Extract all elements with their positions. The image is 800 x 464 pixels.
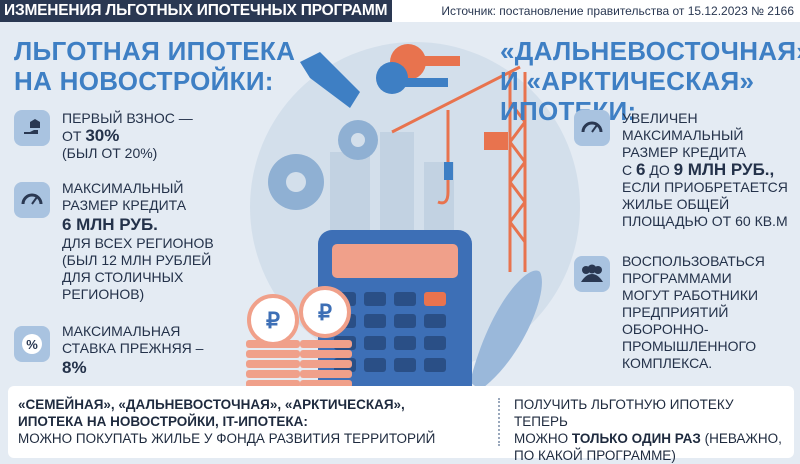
defense-line2: ПРОГРАММАМИ [622,270,732,286]
crane-hook-block [444,162,453,180]
left-item-max-credit: МАКСИМАЛЬНЫЙ РАЗМЕР КРЕДИТА 6 МЛН РУБ. Д… [62,180,214,303]
far-east-line2: МАКСИМАЛЬНЫЙ [622,127,744,143]
defense-line3: МОГУТ РАБОТНИКИ [622,287,759,303]
keys-icon [376,44,460,94]
left-title: ЛЬГОТНАЯ ИПОТЕКА НА НОВОСТРОЙКИ: [14,36,295,96]
page-title: ИЗМЕНЕНИЯ ЛЬГОТНЫХ ИПОТЕЧНЫХ ПРОГРАММ [0,0,392,22]
right-item-max-credit: УВЕЛИЧЕН МАКСИМАЛЬНЫЙ РАЗМЕР КРЕДИТА С 6… [622,110,788,230]
defense-line4: ПРЕДПРИЯТИЙ [622,304,729,320]
down-payment-note: (БЫЛ ОТ 20%) [62,145,158,161]
footer-right-line3: ПО КАКОЙ ПРОГРАММЕ) [514,448,676,463]
gauge-icon [574,110,610,146]
defense-line7: КОМПЛЕКСА. [622,355,713,371]
far-east-line3: РАЗМЕР КРЕДИТА [622,144,747,160]
footer-left-note: «СЕМЕЙНАЯ», «ДАЛЬНЕВОСТОЧНАЯ», «АРКТИЧЕС… [18,396,488,447]
max-credit-line3: ДЛЯ ВСЕХ РЕГИОНОВ [62,235,214,251]
max-credit-note1: (БЫЛ 12 МЛН РУБЛЕЙ [62,252,212,268]
footer-left-line2: ИПОТЕКА НА НОВОСТРОЙКИ, IT-ИПОТЕКА: [18,414,308,429]
defense-line1: ВОСПОЛЬЗОВАТЬСЯ [622,253,765,269]
footer-right-note: ПОЛУЧИТЬ ЛЬГОТНУЮ ИПОТЕКУ ТЕПЕРЬ МОЖНО Т… [514,396,784,464]
right-title-line1: «ДАЛЬНЕВОСТОЧНАЯ» [500,36,800,66]
down-payment-label: ПЕРВЫЙ ВЗНОС — [62,110,193,126]
percent-icon: % [14,326,50,362]
crane-illustration [391,65,527,272]
far-east-line5: ЕСЛИ ПРИОБРЕТАЕТСЯ [622,179,788,195]
footer-right-line1: ПОЛУЧИТЬ ЛЬГОТНУЮ ИПОТЕКУ ТЕПЕРЬ [514,397,734,429]
far-east-line6: ЖИЛЬЕ ОБЩЕЙ [622,196,730,212]
coins-icon: ₽ ₽ [246,286,352,388]
rate-line2: СТАВКА ПРЕЖНЯЯ – [62,340,204,356]
footer-right-line2: МОЖНО ТОЛЬКО ОДИН РАЗ (НЕВАЖНО, [514,430,784,447]
source-note: Источник: постановление правительства от… [441,4,794,18]
footer-divider [498,398,500,446]
footer-box: «СЕМЕЙНАЯ», «ДАЛЬНЕВОСТОЧНАЯ», «АРКТИЧЕС… [8,386,794,463]
plant-icon [470,270,542,390]
footer-left-line1: «СЕМЕЙНАЯ», «ДАЛЬНЕВОСТОЧНАЯ», «АРКТИЧЕС… [18,397,405,412]
left-title-line1: ЛЬГОТНАЯ ИПОТЕКА [14,36,296,66]
left-title-line2: НА НОВОСТРОЙКИ: [14,66,274,96]
rate-value: 8% [62,358,87,377]
svg-text:₽: ₽ [266,308,280,333]
defense-line6: ПРОМЫШЛЕННОГО [622,338,757,354]
crane-cabin [484,132,508,150]
svg-text:%: % [26,337,38,352]
right-title: «ДАЛЬНЕВОСТОЧНАЯ» И «АРКТИЧЕСКАЯ» ИПОТЕК… [500,36,800,126]
left-item-rate: МАКСИМАЛЬНАЯ СТАВКА ПРЕЖНЯЯ – 8% [62,323,203,378]
max-credit-line1: МАКСИМАЛЬНЫЙ [62,180,184,196]
svg-text:₽: ₽ [318,300,332,325]
right-title-line2: И «АРКТИЧЕСКАЯ» ИПОТЕКИ: [500,66,755,126]
wrench-icon [300,52,360,108]
max-credit-line2: РАЗМЕР КРЕДИТА [62,197,187,213]
right-item-defense: ВОСПОЛЬЗОВАТЬСЯ ПРОГРАММАМИ МОГУТ РАБОТН… [622,253,765,372]
header-bar: ИЗМЕНЕНИЯ ЛЬГОТНЫХ ИПОТЕЧНЫХ ПРОГРАММ Ис… [0,0,800,22]
far-east-line1: УВЕЛИЧЕН [622,110,698,126]
illustration: ₽ ₽ [246,44,542,400]
people-icon [574,256,610,292]
rate-line1: МАКСИМАЛЬНАЯ [62,323,181,339]
far-east-value-line: С 6 ДО 9 МЛН РУБ., [622,161,788,179]
far-east-line7: ПЛОЩАДЬЮ ОТ 60 КВ.М [622,213,788,229]
max-credit-value: 6 МЛН РУБ. [62,215,158,234]
far-east-to: 9 МЛН РУБ., [673,160,775,179]
down-payment-value-line: ОТ 30% [62,127,193,145]
footer-right-pre: МОЖНО [514,431,572,446]
defense-line5: ОБОРОННО- [622,321,709,337]
footer-left-line3: МОЖНО ПОКУПАТЬ ЖИЛЬЕ У ФОНДА РАЗВИТИЯ ТЕ… [18,431,436,446]
far-east-mid: ДО [645,162,674,178]
down-payment-value: 30% [85,126,120,145]
hand-house-icon [14,110,50,146]
footer-right-post: (НЕВАЖНО, [700,431,782,446]
max-credit-note3: РЕГИОНОВ) [62,286,145,302]
footer-right-bold: ТОЛЬКО ОДИН РАЗ [571,431,701,446]
max-credit-note2: ДЛЯ СТОЛИЧНЫХ [62,269,184,285]
gauge-icon [14,182,50,218]
down-payment-from: ОТ [62,128,86,144]
far-east-from: 6 [636,160,646,179]
left-item-down-payment: ПЕРВЫЙ ВЗНОС — ОТ 30% (БЫЛ ОТ 20%) [62,110,193,162]
far-east-pre: С [622,162,636,178]
